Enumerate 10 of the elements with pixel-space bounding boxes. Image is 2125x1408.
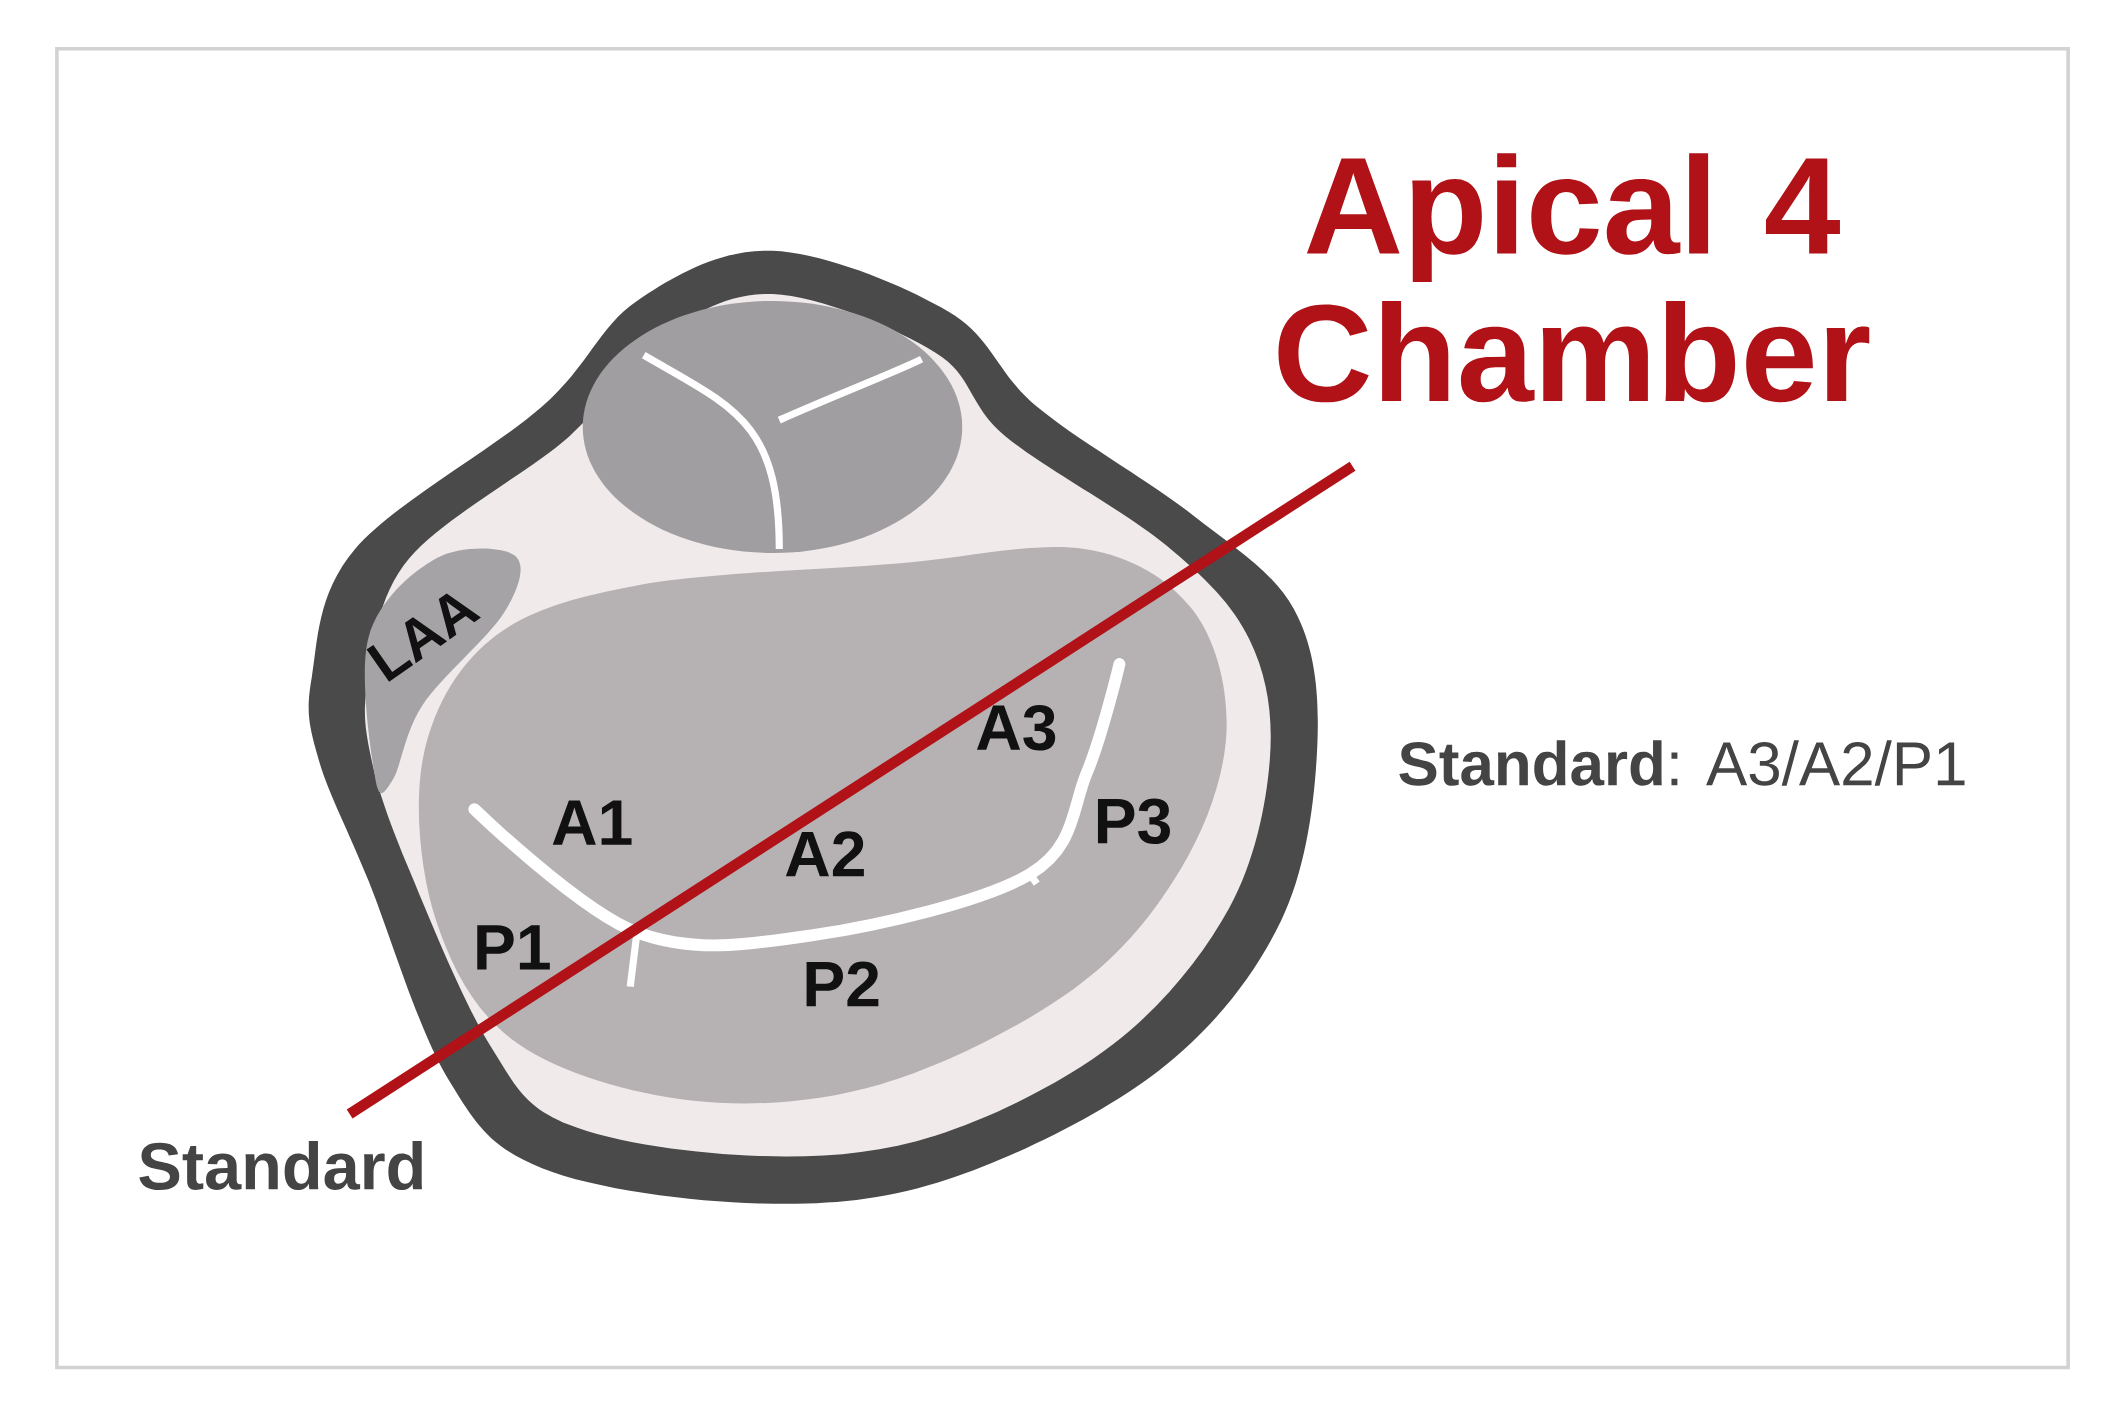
segment-label: A3 (976, 704, 1056, 751)
segment-label: P3 (1097, 798, 1170, 845)
segment-label: A1 (552, 800, 632, 845)
view-note: Standard: A3/A2/P1 (1399, 740, 1965, 786)
segment-label: P1 (477, 925, 550, 970)
view-title: Apical 4 Chamber (1278, 153, 1870, 403)
segment-label: P2 (806, 961, 879, 1007)
segment-label: LAA (366, 593, 481, 682)
plane-label: Standard (139, 1141, 422, 1190)
segment-label: A2 (785, 831, 864, 877)
